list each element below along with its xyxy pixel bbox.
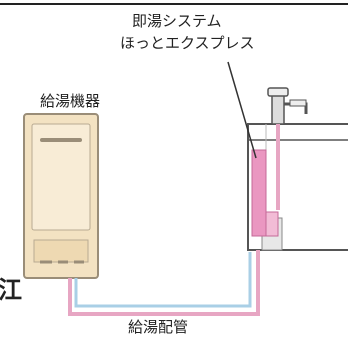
cold-water-pipe: [74, 252, 252, 308]
system-leader-line: [227, 61, 257, 159]
faucet-icon: [267, 87, 308, 125]
system-name-line1: 即湯システム: [132, 12, 222, 30]
piping-label: 給湯配管: [128, 318, 188, 336]
hot-water-unit-icon: [251, 149, 279, 237]
water-heater-icon: [23, 113, 99, 279]
heater-label: 給湯機器: [40, 92, 100, 110]
system-name-line2: ほっとエクスプレス: [120, 34, 255, 52]
edge-character: 江: [0, 276, 22, 304]
hot-water-pipe: [68, 250, 260, 316]
